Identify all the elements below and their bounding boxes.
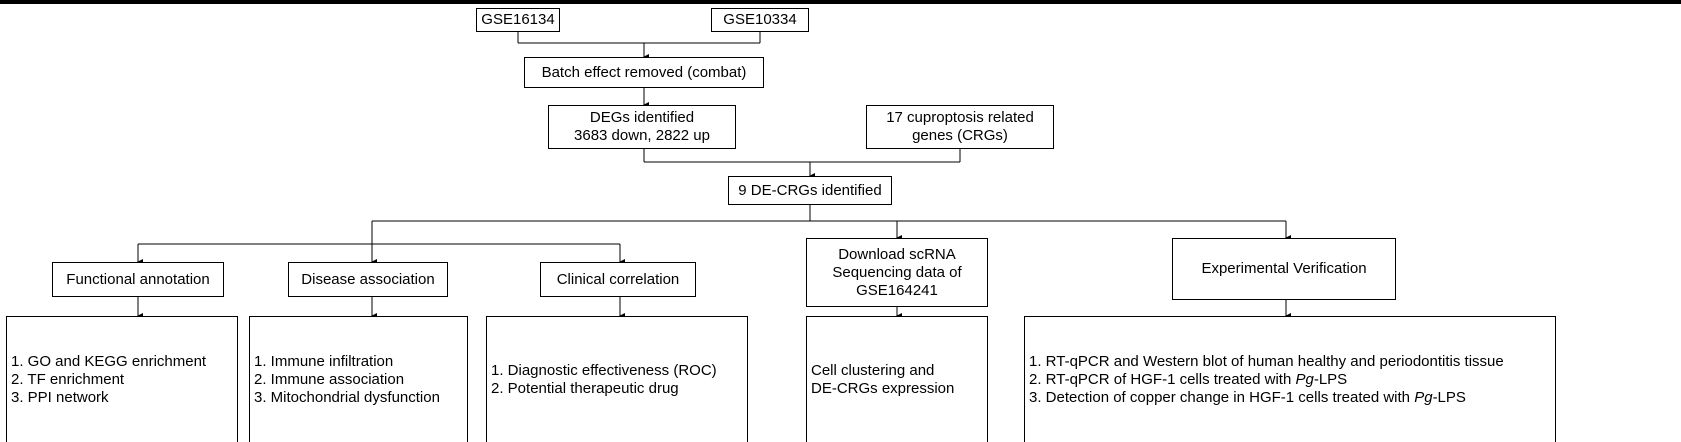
scrna-detail-2: DE-CRGs expression: [811, 379, 955, 397]
disease-association-label: Disease association: [301, 270, 435, 288]
clinical-detail-1: 1. Diagnostic effectiveness (ROC): [491, 361, 717, 379]
scrna-detail-1: Cell clustering and: [811, 361, 935, 379]
experimental-details-box: 1. RT-qPCR and Western blot of human hea…: [1024, 316, 1556, 442]
crgs-line-2: genes (CRGs): [912, 127, 1008, 144]
experimental-detail-1: 1. RT-qPCR and Western blot of human hea…: [1029, 352, 1504, 370]
experimental-detail-2-suffix: -LPS: [1313, 370, 1348, 388]
scrna-line-1: Download scRNA: [838, 245, 956, 263]
scrna-line-2: Sequencing data of: [832, 263, 962, 281]
experimental-detail-3: 3. Detection of copper change in HGF-1 c…: [1029, 389, 1504, 407]
scrna-line-3: GSE164241: [856, 281, 938, 299]
disease-detail-1: 1. Immune infiltration: [254, 352, 394, 370]
functional-detail-1: 1. GO and KEGG enrichment: [11, 352, 207, 370]
crgs-box: 17 cuproptosis related genes (CRGs): [866, 105, 1054, 149]
experimental-detail-3-italic: Pg: [1414, 388, 1433, 406]
disease-association-box: Disease association: [288, 262, 448, 297]
decrgs-label: 9 DE-CRGs identified: [738, 181, 882, 199]
decrgs-box: 9 DE-CRGs identified: [728, 176, 892, 205]
degs-line-2: 3683 down, 2822 up: [574, 127, 710, 144]
experimental-detail-3-text: 3. Detection of copper change in HGF-1 c…: [1029, 388, 1415, 406]
disease-detail-3: 3. Mitochondrial dysfunction: [254, 388, 440, 406]
dataset-gse10334-label: GSE10334: [723, 11, 797, 28]
clinical-detail-2: 2. Potential therapeutic drug: [491, 379, 679, 397]
functional-annotation-label: Functional annotation: [66, 270, 210, 288]
functional-details-box: 1. GO and KEGG enrichment 2. TF enrichme…: [6, 316, 238, 442]
scrna-details-box: Cell clustering and DE-CRGs expression: [806, 316, 988, 442]
disease-details-box: 1. Immune infiltration 2. Immune associa…: [249, 316, 468, 442]
clinical-details-box: 1. Diagnostic effectiveness (ROC) 2. Pot…: [486, 316, 748, 442]
degs-box: DEGs identified 3683 down, 2822 up: [548, 105, 736, 149]
top-border: [0, 0, 1681, 4]
experimental-detail-2: 2. RT-qPCR of HGF-1 cells treated with P…: [1029, 371, 1504, 389]
functional-detail-3: 3. PPI network: [11, 388, 109, 406]
dataset-gse16134-label: GSE16134: [481, 11, 555, 28]
experimental-detail-3-suffix: -LPS: [1432, 388, 1466, 406]
functional-detail-2: 2. TF enrichment: [11, 370, 125, 388]
clinical-correlation-box: Clinical correlation: [540, 262, 696, 297]
experimental-verification-label: Experimental Verification: [1201, 260, 1367, 277]
experimental-detail-2-italic: Pg: [1295, 370, 1314, 388]
scrna-download-box: Download scRNA Sequencing data of GSE164…: [806, 238, 988, 307]
experimental-verification-box: Experimental Verification: [1172, 238, 1396, 300]
experimental-detail-2-text: 2. RT-qPCR of HGF-1 cells treated with: [1029, 370, 1296, 388]
batch-effect-label: Batch effect removed (combat): [541, 63, 747, 81]
functional-annotation-box: Functional annotation: [52, 262, 224, 297]
crgs-line-1: 17 cuproptosis related: [886, 109, 1034, 126]
dataset-box-gse16134: GSE16134: [476, 8, 560, 32]
dataset-box-gse10334: GSE10334: [711, 8, 809, 32]
clinical-correlation-label: Clinical correlation: [556, 270, 680, 288]
disease-detail-2: 2. Immune association: [254, 370, 405, 388]
degs-line-1: DEGs identified: [589, 109, 695, 126]
batch-effect-box: Batch effect removed (combat): [524, 57, 764, 88]
